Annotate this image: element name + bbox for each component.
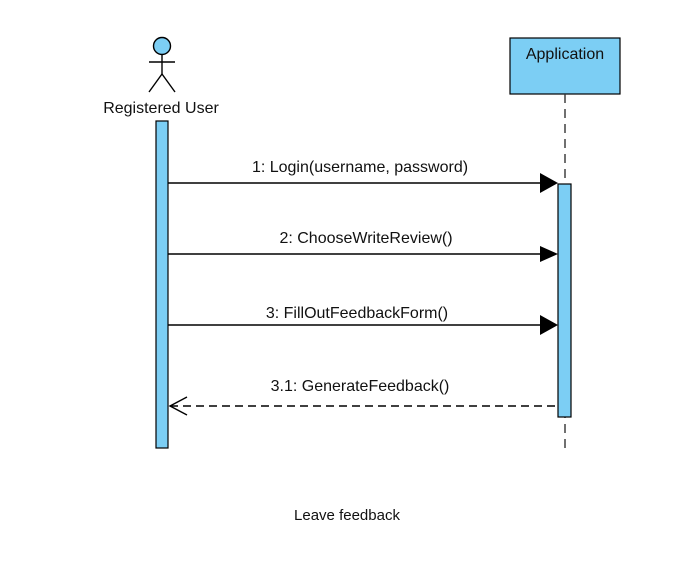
message-3: 3: FillOutFeedbackForm() (168, 305, 558, 335)
participant-label: Application (526, 46, 604, 63)
participant-box (509, 37, 621, 95)
participant-application: Application (509, 37, 621, 95)
message-label: 3: FillOutFeedbackForm() (266, 305, 448, 322)
activation-bar-user (155, 120, 169, 449)
filled-arrowhead-icon (540, 173, 558, 193)
open-arrowhead-icon (168, 396, 188, 416)
diagram-caption: Leave feedback (294, 507, 400, 524)
message-label: 2: ChooseWriteReview() (279, 230, 452, 247)
message-3-1-return: 3.1: GenerateFeedback() (168, 378, 558, 416)
message-label: 1: Login(username, password) (252, 159, 468, 176)
filled-arrowhead-icon (540, 246, 558, 262)
message-1: 1: Login(username, password) (168, 159, 558, 193)
actor-stick-figure-icon (148, 36, 176, 93)
message-2: 2: ChooseWriteReview() (168, 230, 558, 262)
actor-label: Registered User (103, 100, 219, 117)
actor-registered-user: Registered User (103, 36, 219, 117)
activation-bar-application (557, 183, 572, 418)
message-label: 3.1: GenerateFeedback() (271, 378, 450, 395)
filled-arrowhead-icon (540, 315, 558, 335)
